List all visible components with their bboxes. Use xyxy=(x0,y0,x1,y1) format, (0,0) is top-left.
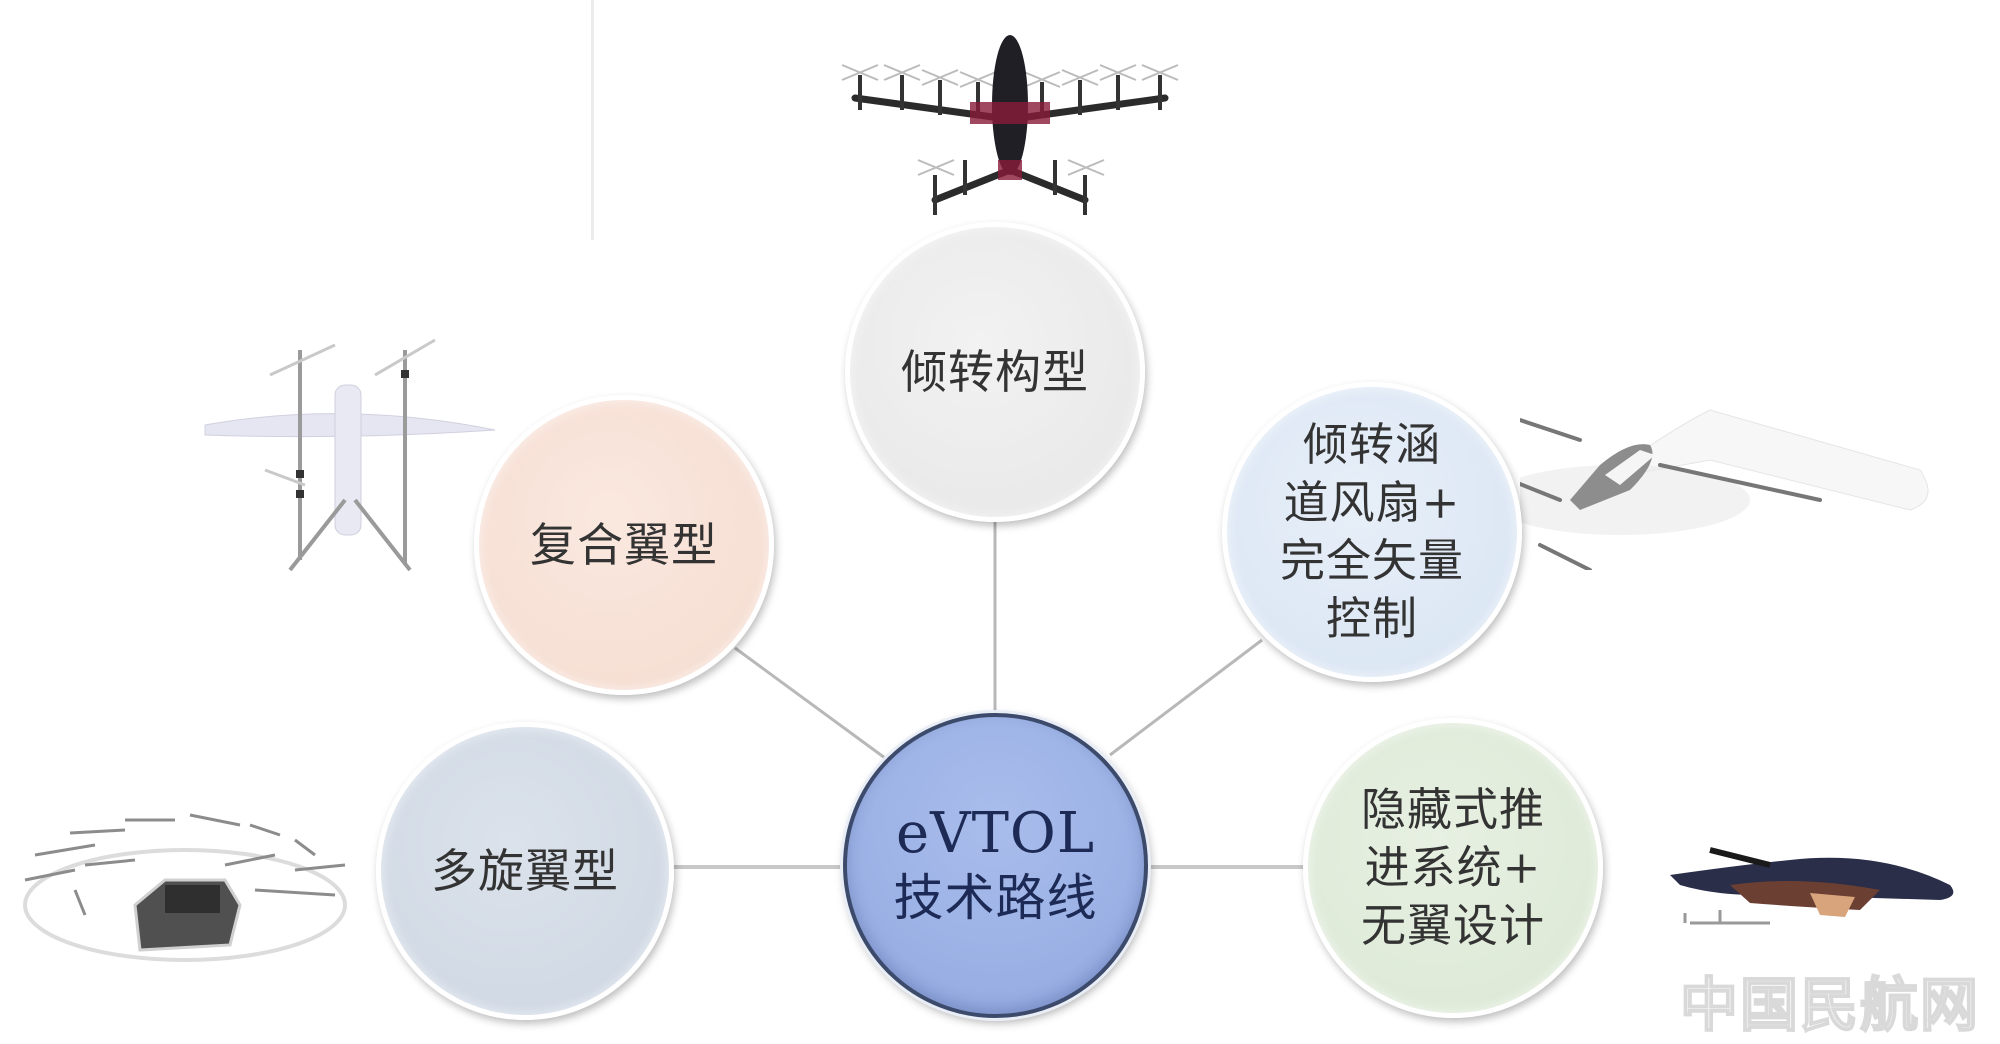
node-compound-wing: 复合翼型 xyxy=(474,395,774,695)
center-label: eVTOL 技术路线 xyxy=(893,800,1098,930)
connector-upper-right xyxy=(1109,638,1263,757)
multirotor-aircraft-icon xyxy=(23,813,347,962)
node-tilt-rotor-label: 倾转构型 xyxy=(901,345,1089,399)
center-label-line1: eVTOL xyxy=(895,800,1096,866)
node-center-evtol: eVTOL 技术路线 xyxy=(843,713,1148,1018)
node-tilt-ducted-fan-label: 倾转涵 道风扇+ 完全矢量 控制 xyxy=(1279,418,1464,645)
watermark: 中国民航网 xyxy=(1679,970,1981,1040)
node-tilt-rotor: 倾转构型 xyxy=(845,222,1145,522)
compound-wing-aircraft-icon xyxy=(204,338,496,572)
center-label-line2: 技术路线 xyxy=(893,868,1098,927)
tilt-rotor-aircraft-icon xyxy=(841,35,1179,215)
node-compound-wing-label: 复合翼型 xyxy=(530,518,718,572)
node-hidden-propulsion: 隐藏式推 进系统+ 无翼设计 xyxy=(1303,718,1603,1018)
connector-upper-left xyxy=(734,646,886,760)
node-multirotor: 多旋翼型 xyxy=(376,722,674,1020)
tilt-ducted-fan-aircraft-icon xyxy=(1520,409,1929,570)
wingless-aircraft-icon xyxy=(1670,847,1954,925)
node-tilt-ducted-fan: 倾转涵 道风扇+ 完全矢量 控制 xyxy=(1222,382,1522,682)
decorative-vertical-line xyxy=(591,0,594,240)
node-hidden-propulsion-label: 隐藏式推 进系统+ 无翼设计 xyxy=(1360,783,1545,952)
node-multirotor-label: 多旋翼型 xyxy=(431,844,619,898)
